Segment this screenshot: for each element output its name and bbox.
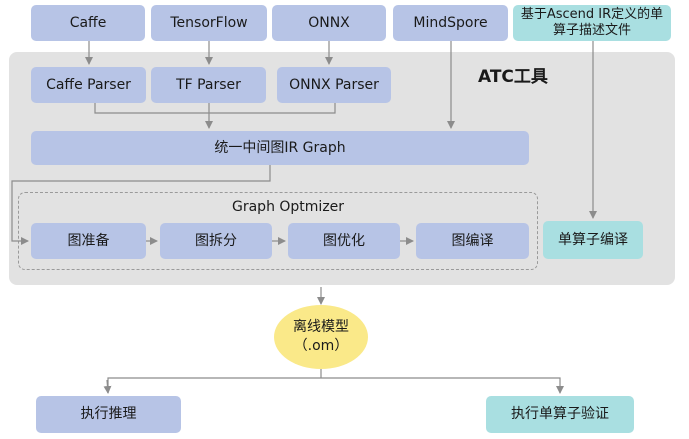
parser-tf: TF Parser: [151, 67, 266, 103]
framework-tensorflow: TensorFlow: [151, 5, 267, 41]
single-op-compile: 单算子编译: [543, 221, 643, 259]
offline-model: 离线模型 （.om）: [274, 305, 368, 369]
graph-optimizer-title: Graph Optmizer: [232, 199, 345, 215]
parser-caffe: Caffe Parser: [31, 67, 146, 103]
framework-caffe: Caffe: [31, 5, 145, 41]
run-inference: 执行推理: [36, 396, 181, 433]
step-graph-optimize: 图优化: [288, 223, 400, 259]
graph-optimizer-group: [18, 192, 538, 270]
atc-tool-title: ATC工具: [478, 67, 548, 87]
step-graph-prepare: 图准备: [31, 223, 146, 259]
offline-model-label: 离线模型: [293, 319, 349, 335]
framework-onnx: ONNX: [272, 5, 386, 41]
offline-model-extension: （.om）: [293, 338, 349, 354]
framework-mindspore: MindSpore: [393, 5, 508, 41]
run-single-op-verification: 执行单算子验证: [486, 396, 634, 433]
ir-graph: 统一中间图IR Graph: [31, 131, 529, 165]
parser-onnx: ONNX Parser: [277, 67, 391, 103]
step-graph-compile: 图编译: [416, 223, 529, 259]
step-graph-split: 图拆分: [160, 223, 272, 259]
single-op-description-file: 基于Ascend IR定义的单算子描述文件: [513, 5, 671, 41]
